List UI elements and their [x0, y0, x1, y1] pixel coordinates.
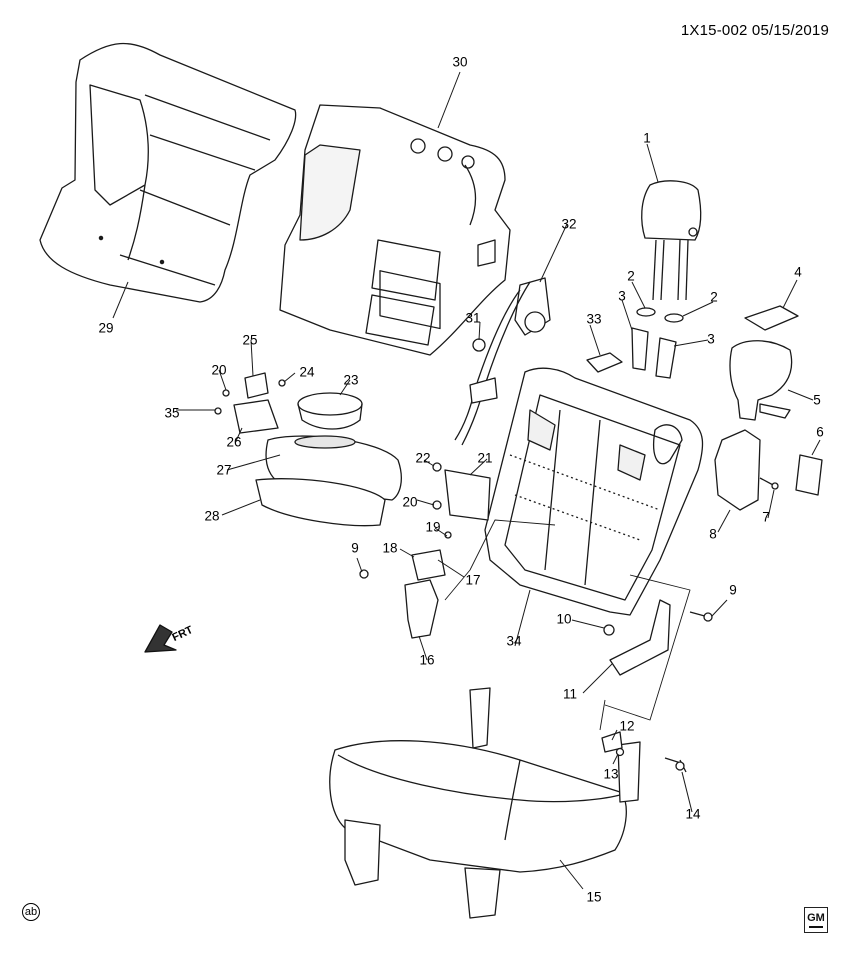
- seatback-rear-panel-part: [279, 104, 511, 356]
- callout-11: 11: [562, 686, 578, 702]
- leader-lines: [112, 71, 821, 890]
- callout-33: 33: [586, 311, 602, 327]
- gm-logo-icon: GM: [804, 907, 828, 933]
- callout-20a: 20: [211, 362, 227, 378]
- callout-24: 24: [299, 364, 315, 380]
- callout-27: 27: [216, 462, 232, 478]
- diagram-code: 1X15-002 05/15/2019: [680, 22, 829, 39]
- callout-4: 4: [794, 264, 802, 280]
- callout-8: 8: [709, 526, 717, 542]
- seat-cushion-part: [329, 687, 641, 919]
- callout-14: 14: [685, 806, 701, 822]
- callout-18: 18: [382, 540, 398, 556]
- callout-22: 22: [415, 450, 431, 466]
- gm-logo-bar: [809, 925, 823, 928]
- callout-19: 19: [425, 519, 441, 535]
- callout-10: 10: [556, 611, 572, 627]
- callout-2b: 2: [710, 289, 718, 305]
- callout-9b: 9: [729, 582, 737, 598]
- callout-28: 28: [204, 508, 220, 524]
- callout-9a: 9: [351, 540, 359, 556]
- side-trim-parts: [729, 305, 799, 421]
- callout-6: 6: [816, 424, 824, 440]
- headrest-part: [641, 180, 702, 301]
- callout-21: 21: [477, 450, 493, 466]
- seatback-cover-part: [39, 42, 297, 303]
- callout-20b: 20: [402, 494, 418, 510]
- callout-16: 16: [419, 652, 435, 668]
- headrest-guide-parts: [631, 307, 684, 379]
- callout-15: 15: [586, 889, 602, 905]
- callout-29: 29: [98, 320, 114, 336]
- cushion-fastener-parts: [601, 731, 687, 773]
- callout-1: 1: [643, 130, 651, 146]
- armrest-cupholder-parts: [214, 372, 363, 434]
- reference-lines: [444, 519, 691, 731]
- seatback-frame-part: [484, 367, 704, 616]
- callout-12: 12: [619, 718, 635, 734]
- callout-2a: 2: [627, 268, 635, 284]
- callout-3b: 3: [707, 331, 715, 347]
- callout-13: 13: [603, 766, 619, 782]
- callout-17: 17: [465, 572, 481, 588]
- armrest-parts: [255, 435, 402, 527]
- right-recliner-bracket-parts: [603, 599, 713, 676]
- callout-31: 31: [465, 310, 481, 326]
- callout-32: 32: [561, 216, 577, 232]
- callout-5: 5: [813, 392, 821, 408]
- callout-35: 35: [164, 405, 180, 421]
- callout-7: 7: [762, 509, 770, 525]
- callout-25: 25: [242, 332, 258, 348]
- callout-3a: 3: [618, 288, 626, 304]
- callout-23: 23: [343, 372, 359, 388]
- callout-26: 26: [226, 434, 242, 450]
- callout-34: 34: [506, 633, 522, 649]
- front-direction-arrow-icon: [144, 624, 177, 653]
- callout-30: 30: [452, 54, 468, 70]
- ab-badge: ab: [22, 903, 40, 921]
- gm-logo-text: GM: [807, 911, 825, 924]
- left-pivot-bracket-parts: [359, 531, 452, 639]
- latch-assembly-parts: [714, 429, 823, 511]
